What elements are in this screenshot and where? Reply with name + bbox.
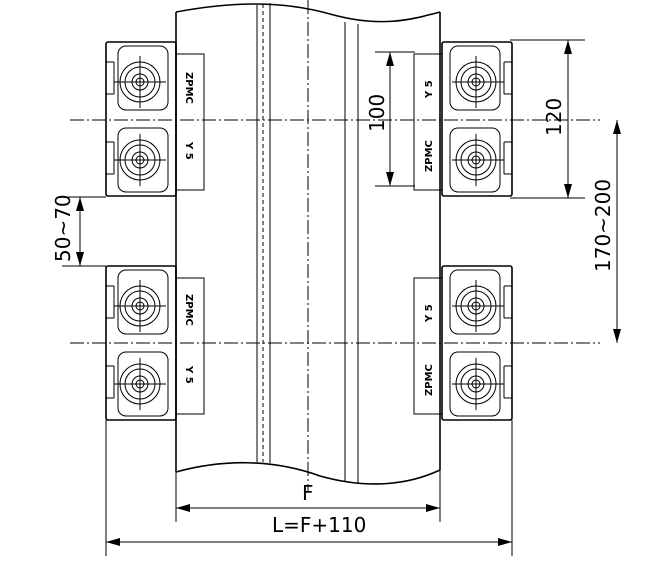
dim-50-70-label: 50~70 [51, 194, 75, 262]
stamp-y5-lr: Y 5 [424, 304, 435, 323]
stamp-zpmc-ll: ZPMC [183, 294, 194, 326]
dim-120-label: 120 [542, 98, 566, 136]
stamp-zpmc-lr: ZPMC [424, 364, 435, 396]
dim-f [175, 470, 441, 522]
dim-100-label: 100 [365, 94, 389, 132]
clamp-upper-left [105, 41, 205, 197]
rail [175, 0, 441, 492]
stamp-y5-ur: Y 5 [424, 80, 435, 99]
dim-l-label: L=F+110 [272, 513, 366, 537]
dim-170-200-label: 170~200 [591, 179, 615, 272]
dim-120 [510, 39, 585, 199]
stamp-zpmc-ul: ZPMC [183, 72, 194, 104]
dim-f-label: F [302, 481, 314, 505]
stamp-y5-ll: Y 5 [183, 365, 194, 384]
dim-l [105, 420, 513, 556]
dim-50-70 [62, 196, 106, 267]
stamp-y5-ul: Y 5 [183, 141, 194, 160]
dim-170-200 [613, 120, 621, 343]
dim-100 [375, 51, 415, 187]
stamp-zpmc-ur: ZPMC [424, 140, 435, 172]
